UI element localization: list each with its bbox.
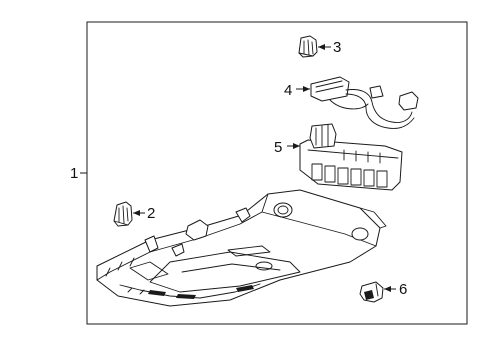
callout-3: 3 bbox=[333, 39, 341, 56]
callout-6: 6 bbox=[399, 281, 407, 298]
overhead-console-icon bbox=[96, 189, 387, 307]
control-module-icon bbox=[299, 123, 403, 191]
wire-harness-icon bbox=[310, 76, 419, 129]
callout-5: 5 bbox=[274, 139, 282, 156]
retainer-clip-icon bbox=[298, 35, 318, 58]
callout-1: 1 bbox=[70, 165, 78, 182]
callout-2: 2 bbox=[147, 205, 155, 222]
retainer-clip-icon bbox=[113, 201, 133, 227]
callout-4: 4 bbox=[284, 82, 292, 99]
lamp-socket-icon bbox=[359, 281, 384, 303]
